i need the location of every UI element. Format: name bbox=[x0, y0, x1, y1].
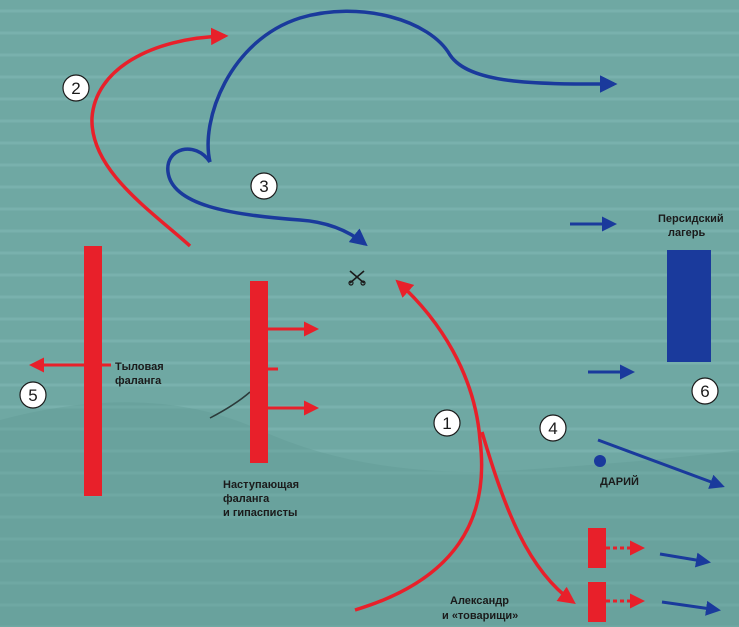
advancing-label-line1: Наступающая bbox=[223, 479, 299, 491]
persian-camp-label-line1: Персидский bbox=[658, 213, 724, 225]
terrain-shading bbox=[0, 402, 739, 627]
rear-phalanx-label-line2: фаланга bbox=[115, 375, 162, 387]
cavalry-unit-1 bbox=[588, 528, 606, 568]
svg-text:4: 4 bbox=[548, 419, 557, 438]
darius-flight-arrow bbox=[597, 438, 725, 489]
route-2-arrow bbox=[90, 27, 229, 248]
persian-camp-label-line2: лагерь bbox=[668, 227, 706, 239]
advancing-phalanx-unit bbox=[250, 281, 268, 463]
marker-4: 4 bbox=[539, 414, 567, 442]
terrain-stroke bbox=[209, 391, 251, 419]
rear-phalanx-unit bbox=[84, 246, 102, 496]
marker-5: 5 bbox=[19, 381, 47, 409]
route-3-arrow bbox=[206, 9, 618, 163]
darius-label: ДАРИЙ bbox=[600, 475, 639, 488]
advancing-label-line3: и гипасписты bbox=[223, 507, 297, 519]
cavalry-unit-2 bbox=[588, 582, 606, 622]
alexander-label-line1: Александр bbox=[450, 595, 509, 607]
route-1-arrow bbox=[354, 279, 484, 612]
marker-3: 3 bbox=[250, 172, 278, 200]
blue-arrow-lower-1 bbox=[659, 552, 711, 568]
blue-arrow-lower-2 bbox=[661, 600, 721, 616]
svg-text:3: 3 bbox=[259, 177, 268, 196]
rear-phalanx-label-line1: Тыловая bbox=[115, 361, 164, 373]
route-3-loop-arrow bbox=[166, 147, 368, 247]
advancing-label-line2: фаланга bbox=[223, 493, 270, 505]
svg-text:2: 2 bbox=[71, 79, 80, 98]
persian-camp-unit bbox=[667, 250, 711, 362]
alexander-label-line2: и «товарищи» bbox=[442, 610, 518, 622]
svg-text:1: 1 bbox=[442, 414, 451, 433]
darius-marker bbox=[594, 455, 606, 467]
marker-6: 6 bbox=[691, 377, 719, 405]
svg-text:6: 6 bbox=[700, 382, 709, 401]
marker-2: 2 bbox=[62, 74, 90, 102]
crossed-swords-icon bbox=[348, 270, 366, 286]
alexander-charge-arrow bbox=[480, 431, 576, 605]
marker-1: 1 bbox=[433, 409, 461, 437]
svg-text:5: 5 bbox=[28, 386, 37, 405]
